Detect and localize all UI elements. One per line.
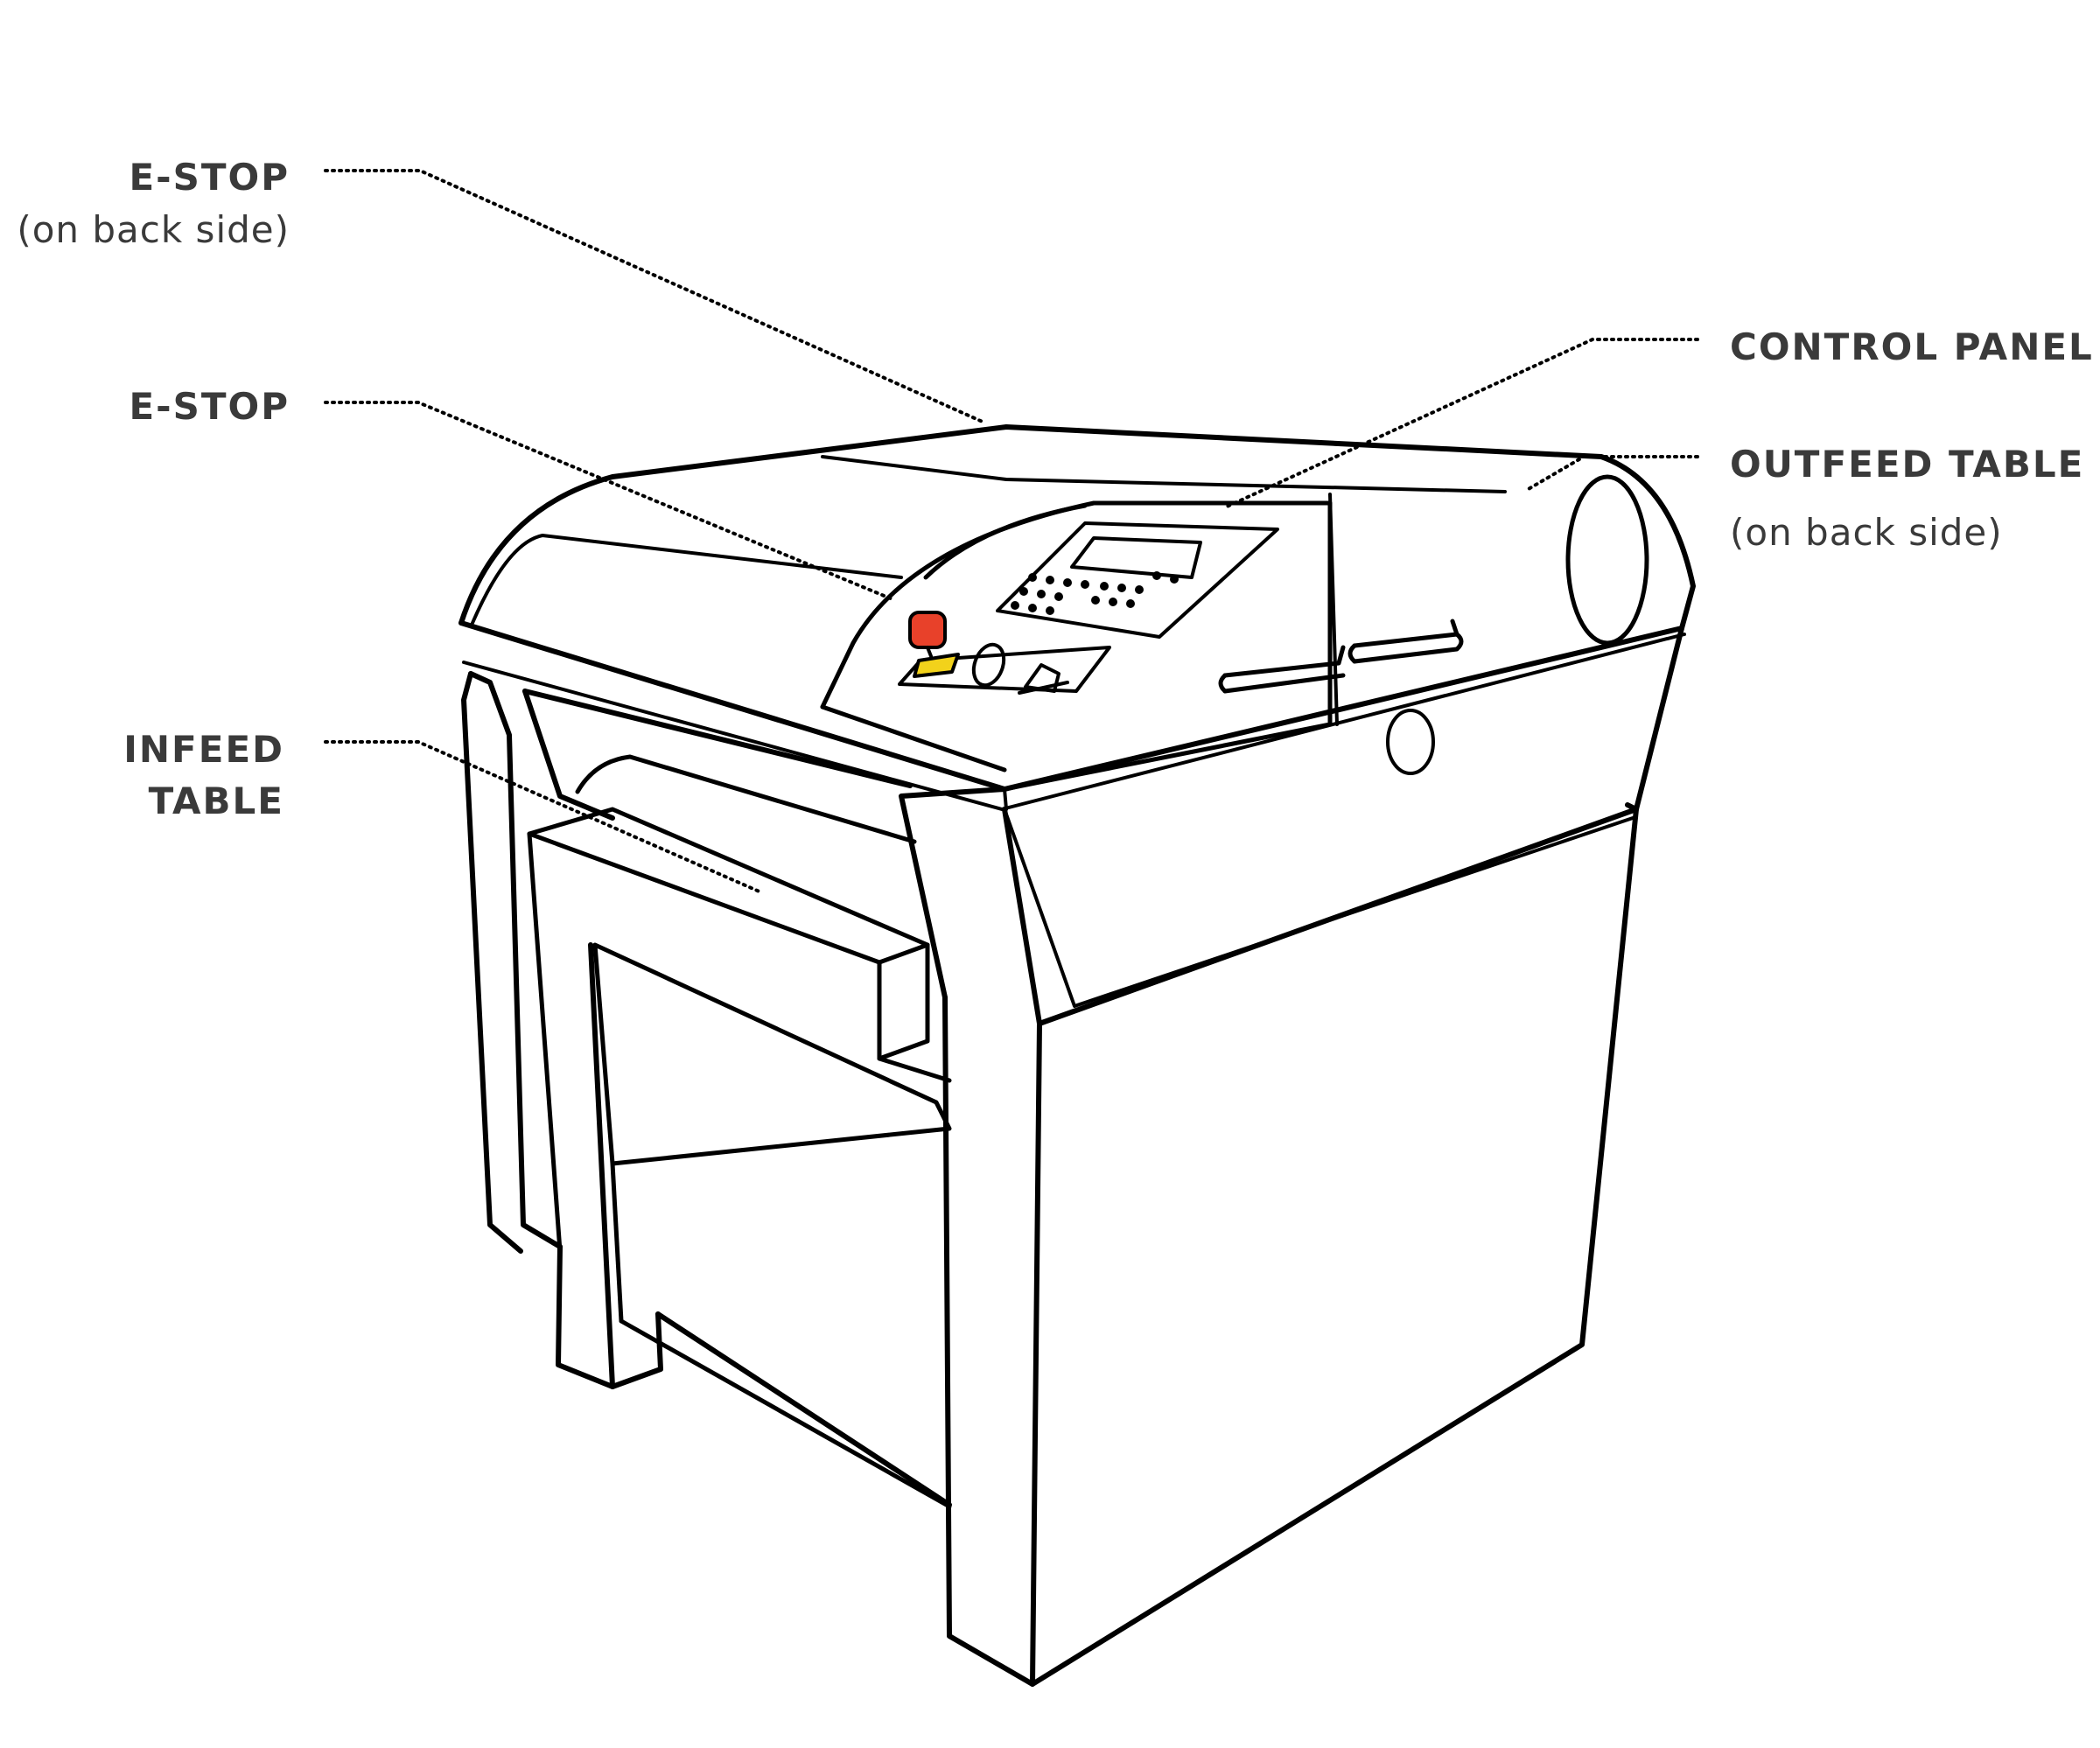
label-infeed-line2: TABLE xyxy=(148,780,284,822)
infeed-table xyxy=(527,754,952,1509)
leader-estop-back xyxy=(324,169,986,424)
leader-estop xyxy=(324,401,894,601)
machine-top xyxy=(458,424,1696,792)
label-outfeed-note: (on back side) xyxy=(1730,511,2003,554)
label-estop-back-title: E-STOP xyxy=(129,156,290,199)
knob xyxy=(1386,709,1435,775)
estop-button xyxy=(908,611,960,678)
leader-lines xyxy=(324,169,1699,894)
keypad-dots xyxy=(1011,571,1179,615)
body-details xyxy=(1003,808,1634,1008)
control-panel-housing xyxy=(820,500,1333,792)
label-outfeed-title: OUTFEED TABLE xyxy=(1730,443,2085,486)
leader-control-panel xyxy=(1223,338,1699,509)
label-infeed-line1: INFEED xyxy=(123,728,284,771)
outfeed-roller xyxy=(1565,474,1649,646)
left-frame xyxy=(461,671,952,1507)
handles xyxy=(1218,619,1464,694)
panel-switches xyxy=(971,642,1069,695)
label-estop-back-note: (on back side) xyxy=(17,208,290,251)
leader-infeed xyxy=(324,740,763,894)
label-control-panel: CONTROL PANEL xyxy=(1730,325,2094,368)
control-panel-face xyxy=(898,521,1279,693)
label-estop-title: E-STOP xyxy=(129,385,290,428)
